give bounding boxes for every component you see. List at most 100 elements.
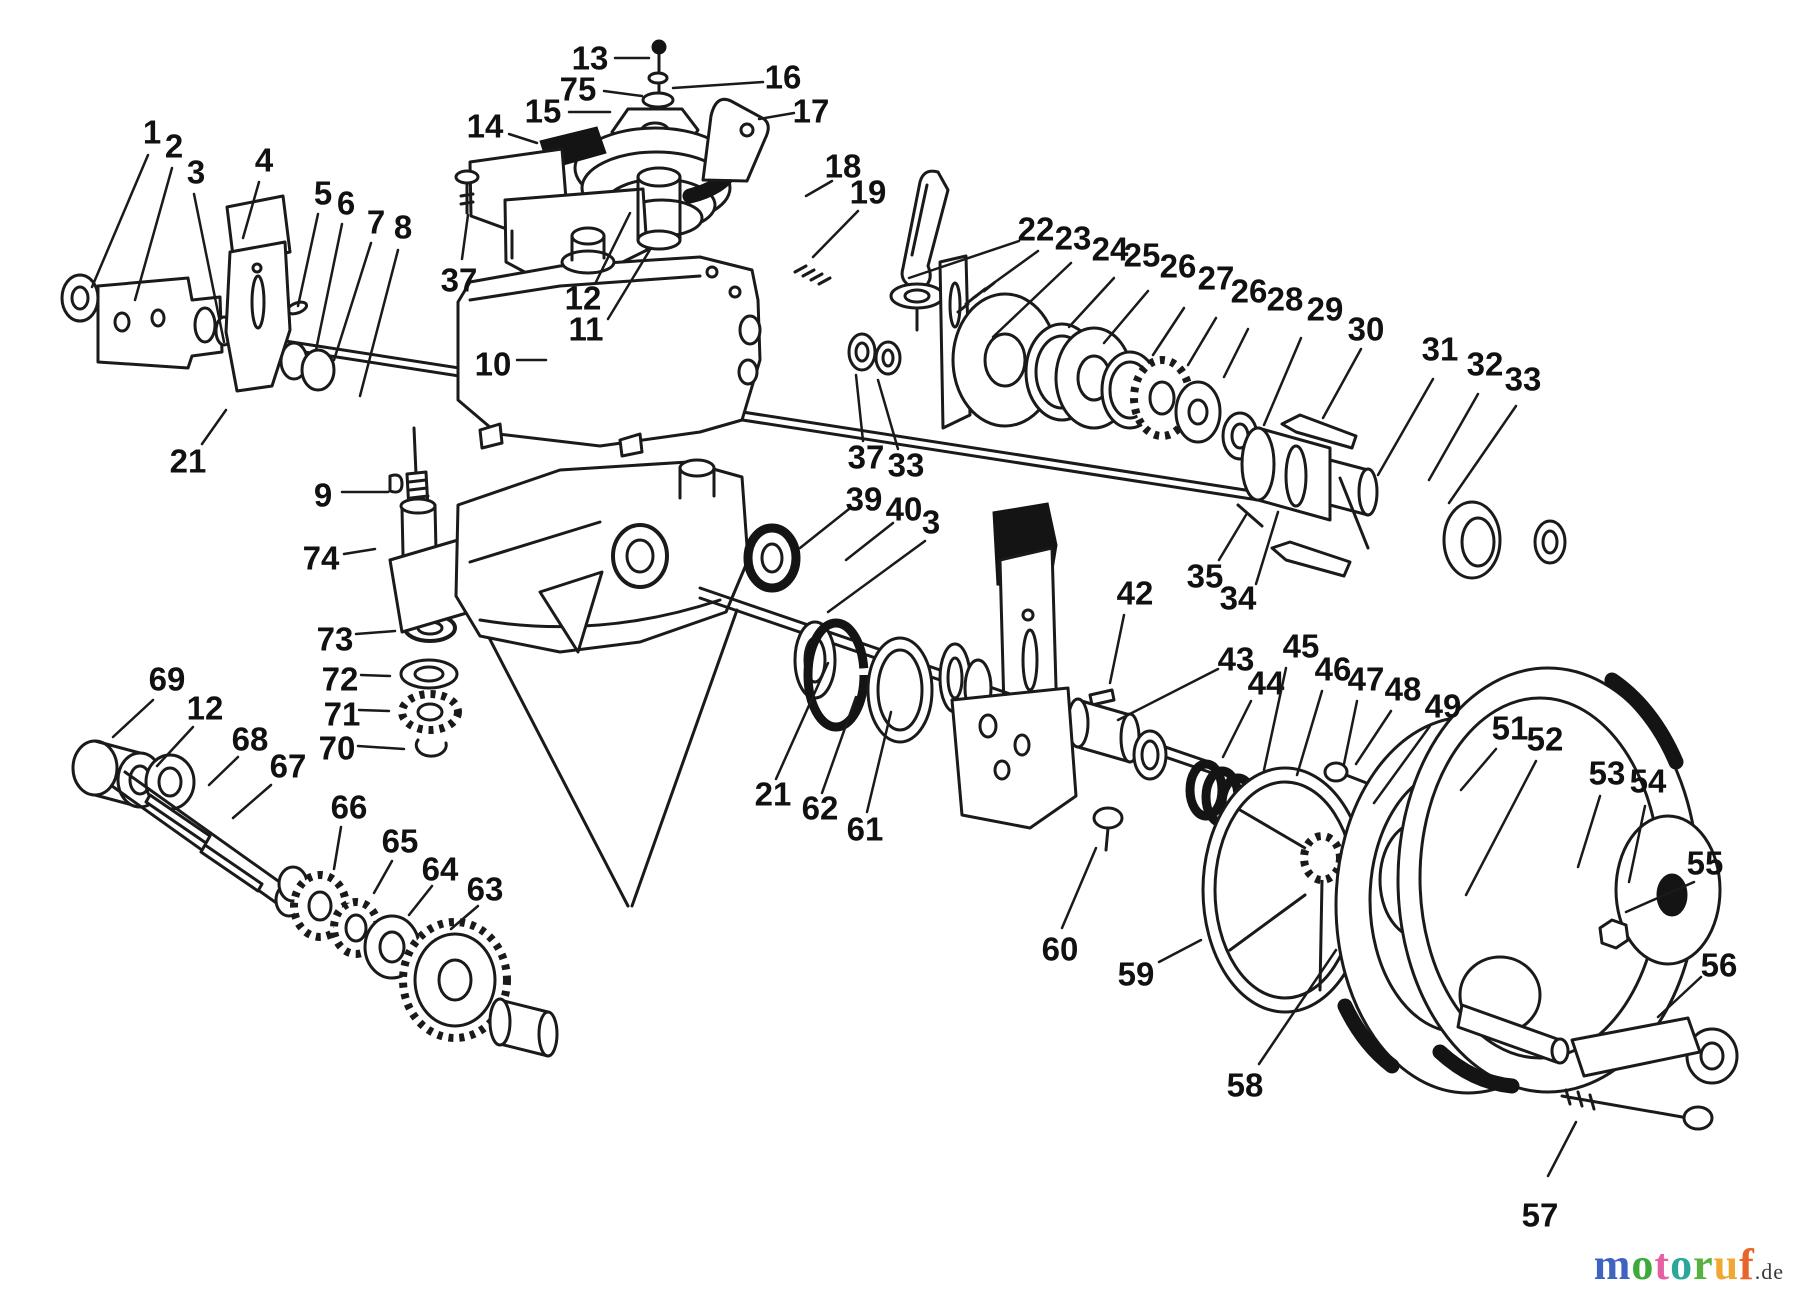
part-label-69: 69 (149, 661, 186, 698)
part-label-40: 40 (886, 491, 923, 528)
leader-line-7 (332, 241, 373, 362)
part-label-23: 23 (1055, 220, 1092, 257)
leader-line-33 (876, 378, 900, 451)
gear-case (456, 226, 762, 458)
leader-line-17 (757, 111, 796, 121)
part-label-33: 33 (888, 447, 925, 484)
part-label-73: 73 (317, 621, 354, 658)
leader-line-37 (460, 213, 470, 261)
motoruf-logo[interactable]: motoruf.de (1594, 1239, 1784, 1290)
part-label-30: 30 (1348, 311, 1385, 348)
part-label-63: 63 (467, 871, 504, 908)
leader-line-75 (602, 89, 644, 98)
part-label-27: 27 (1198, 260, 1235, 297)
part-label-60: 60 (1042, 931, 1079, 968)
logo-letter: r (1693, 1240, 1714, 1289)
part-label-11: 11 (569, 311, 604, 348)
part-label-17: 17 (793, 93, 830, 130)
part-label-15: 15 (525, 93, 562, 130)
leader-line-31 (1376, 377, 1435, 477)
leader-line-44 (1221, 699, 1253, 759)
leader-line-3 (826, 539, 927, 614)
leader-line-42 (1108, 613, 1126, 685)
leader-line-33 (1447, 404, 1518, 505)
part-label-65: 65 (382, 823, 419, 860)
leader-line-37 (854, 373, 865, 443)
part-label-9: 9 (314, 477, 332, 514)
part-label-8: 8 (394, 209, 412, 246)
leader-line-24 (991, 261, 1073, 339)
leader-line-51 (1459, 747, 1498, 792)
part-label-25: 25 (1124, 237, 1161, 274)
leader-line-32 (1427, 392, 1480, 482)
leader-line-5 (296, 212, 320, 308)
leader-line-47 (1342, 699, 1359, 766)
part-label-32: 32 (1467, 346, 1504, 383)
part-label-49: 49 (1425, 688, 1462, 725)
leader-line-71 (357, 708, 391, 713)
part-label-53: 53 (1589, 755, 1626, 792)
part-label-31: 31 (1422, 331, 1459, 368)
part-label-6: 6 (337, 185, 355, 222)
leader-line-11 (606, 246, 653, 321)
leader-line-23 (971, 249, 1040, 300)
leader-line-46 (1295, 689, 1324, 777)
part-label-75: 75 (560, 71, 597, 108)
part-label-70: 70 (319, 730, 356, 767)
leader-line-22 (907, 239, 1021, 280)
part-label-3: 3 (922, 504, 940, 541)
part-label-34: 34 (1220, 580, 1257, 617)
clutch-gear-stack (951, 281, 1567, 580)
part-label-64: 64 (422, 851, 459, 888)
leader-line-73 (354, 629, 397, 636)
part-label-10: 10 (475, 346, 512, 383)
part-label-21: 21 (170, 443, 207, 480)
leader-line-34 (1254, 510, 1280, 586)
part-label-71: 71 (324, 696, 361, 733)
leader-line-12 (594, 211, 632, 284)
part-label-39: 39 (846, 481, 883, 518)
logo-letter: o (1631, 1240, 1655, 1289)
part-label-21: 21 (755, 776, 792, 813)
part-label-55: 55 (1687, 845, 1724, 882)
part-label-45: 45 (1283, 628, 1320, 665)
leader-line-53 (1576, 794, 1602, 869)
part-label-12: 12 (565, 280, 602, 317)
part-label-13: 13 (572, 40, 609, 77)
leader-line-6 (314, 222, 344, 352)
part-label-56: 56 (1701, 947, 1738, 984)
part-label-72: 72 (322, 661, 359, 698)
logo-letter: u (1713, 1240, 1740, 1289)
logo-letter: m (1593, 1240, 1632, 1289)
leader-line-64 (407, 884, 434, 917)
part-label-26: 26 (1160, 248, 1197, 285)
part-label-46: 46 (1315, 651, 1352, 688)
part-label-59: 59 (1118, 956, 1155, 993)
leader-line-59 (1157, 938, 1203, 964)
leader-line-19 (811, 209, 860, 259)
part-label-37: 37 (441, 262, 478, 299)
part-label-61: 61 (847, 811, 884, 848)
leader-line-57 (1546, 1120, 1578, 1178)
leader-line-14 (507, 132, 539, 145)
part-label-57: 57 (1522, 1197, 1559, 1234)
leader-line-62 (820, 695, 858, 795)
leader-line-63 (449, 904, 480, 931)
leader-line-69 (111, 698, 155, 739)
part-label-51: 51 (1492, 710, 1529, 747)
leader-line-72 (359, 673, 392, 678)
leader-line-55 (1624, 880, 1696, 914)
leader-line-3 (192, 192, 226, 344)
idler-shaft-gear-cluster (71, 739, 559, 1058)
part-label-22: 22 (1018, 211, 1055, 248)
part-label-58: 58 (1227, 1067, 1264, 1104)
part-label-18: 18 (825, 148, 862, 185)
part-label-26: 26 (1231, 273, 1268, 310)
part-label-28: 28 (1267, 281, 1304, 318)
part-label-67: 67 (270, 748, 307, 785)
part-label-16: 16 (765, 59, 802, 96)
part-label-19: 19 (850, 174, 887, 211)
logo-letter: o (1670, 1240, 1694, 1289)
part-label-33: 33 (1505, 361, 1542, 398)
